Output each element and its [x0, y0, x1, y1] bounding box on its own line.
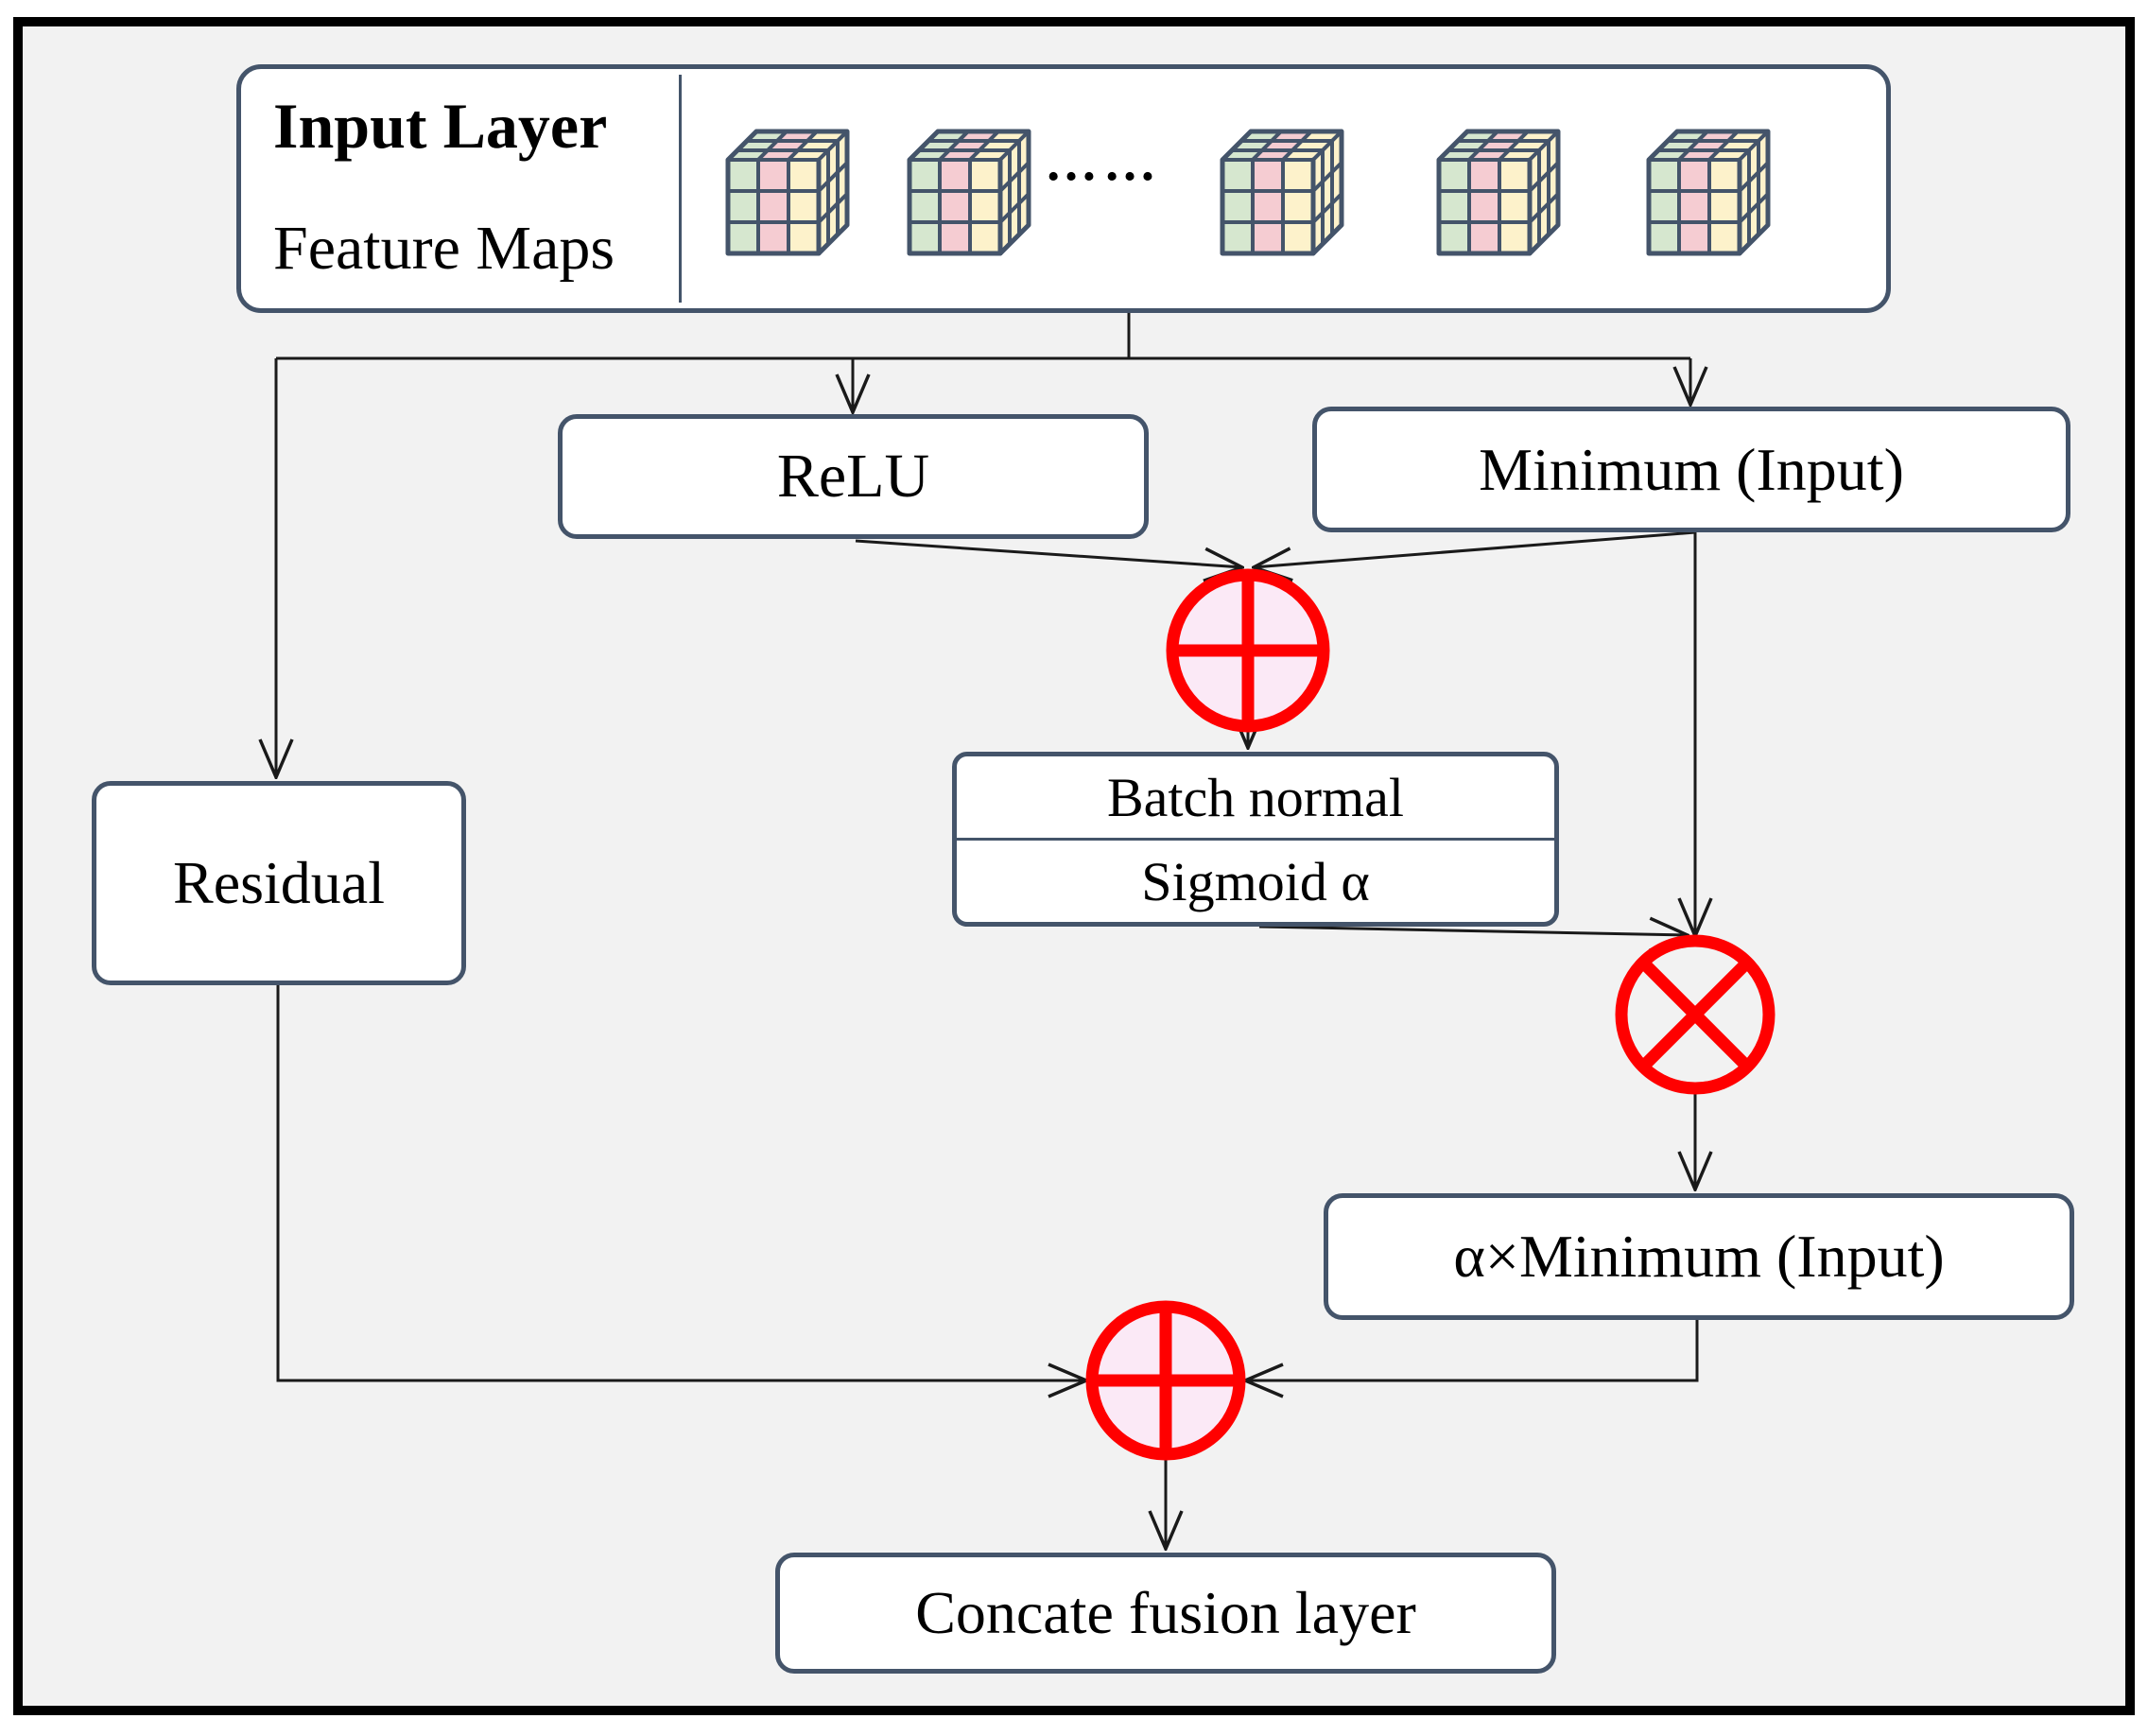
circle-plus-icon: [1085, 1300, 1246, 1461]
sigmoid-alpha-row: Sigmoid α: [957, 841, 1554, 922]
arrow-sigmoid-to-multiply: [1258, 927, 1688, 935]
concate-fusion-node: Concate fusion layer: [775, 1553, 1556, 1674]
arrow-residual-to-add2: [276, 985, 1086, 1380]
input-layer-labels: Input Layer Feature Maps: [241, 69, 679, 308]
feature-map-cube-icon: [1436, 122, 1565, 256]
feature-map-cube-icon: [907, 122, 1035, 256]
minimum-input-node: Minimum (Input): [1312, 407, 2070, 532]
minimum-input-label: Minimum (Input): [1479, 435, 1904, 503]
input-layer-divider: [679, 75, 682, 303]
alpha-minimum-node: α×Minimum (Input): [1324, 1193, 2074, 1320]
batch-normal-label: Batch normal: [1106, 766, 1405, 828]
arrow-alpha-to-add2: [1245, 1320, 1699, 1380]
feature-map-cube-icon: [1646, 122, 1775, 256]
sigmoid-alpha-label: Sigmoid α: [1141, 850, 1370, 912]
circle-plus-icon: [1166, 568, 1330, 733]
connector-lines: [276, 312, 1697, 1549]
relu-node: ReLU: [558, 414, 1149, 539]
residual-node: Residual: [92, 781, 466, 985]
batchnorm-sigmoid-node: Batch normal Sigmoid α: [952, 752, 1559, 927]
concate-fusion-label: Concate fusion layer: [915, 1579, 1416, 1646]
input-layer-title: Input Layer: [273, 90, 608, 162]
batch-normal-row: Batch normal: [957, 756, 1554, 841]
input-layer-box: Input Layer Feature Maps ……: [236, 64, 1891, 313]
relu-label: ReLU: [776, 442, 930, 511]
feature-map-cube-icon: [1220, 122, 1348, 256]
feature-map-cubes: ……: [682, 69, 1886, 308]
residual-label: Residual: [173, 849, 385, 916]
arrow-relu-to-add: [855, 539, 1242, 567]
cubes-ellipsis: ……: [1045, 132, 1162, 192]
arrow-minimum-to-add: [1254, 530, 1696, 567]
circle-times-icon: [1615, 934, 1776, 1095]
feature-map-cube-icon: [725, 122, 854, 256]
alpha-minimum-label: α×Minimum (Input): [1453, 1223, 1945, 1290]
feature-maps-label: Feature Maps: [273, 214, 615, 283]
